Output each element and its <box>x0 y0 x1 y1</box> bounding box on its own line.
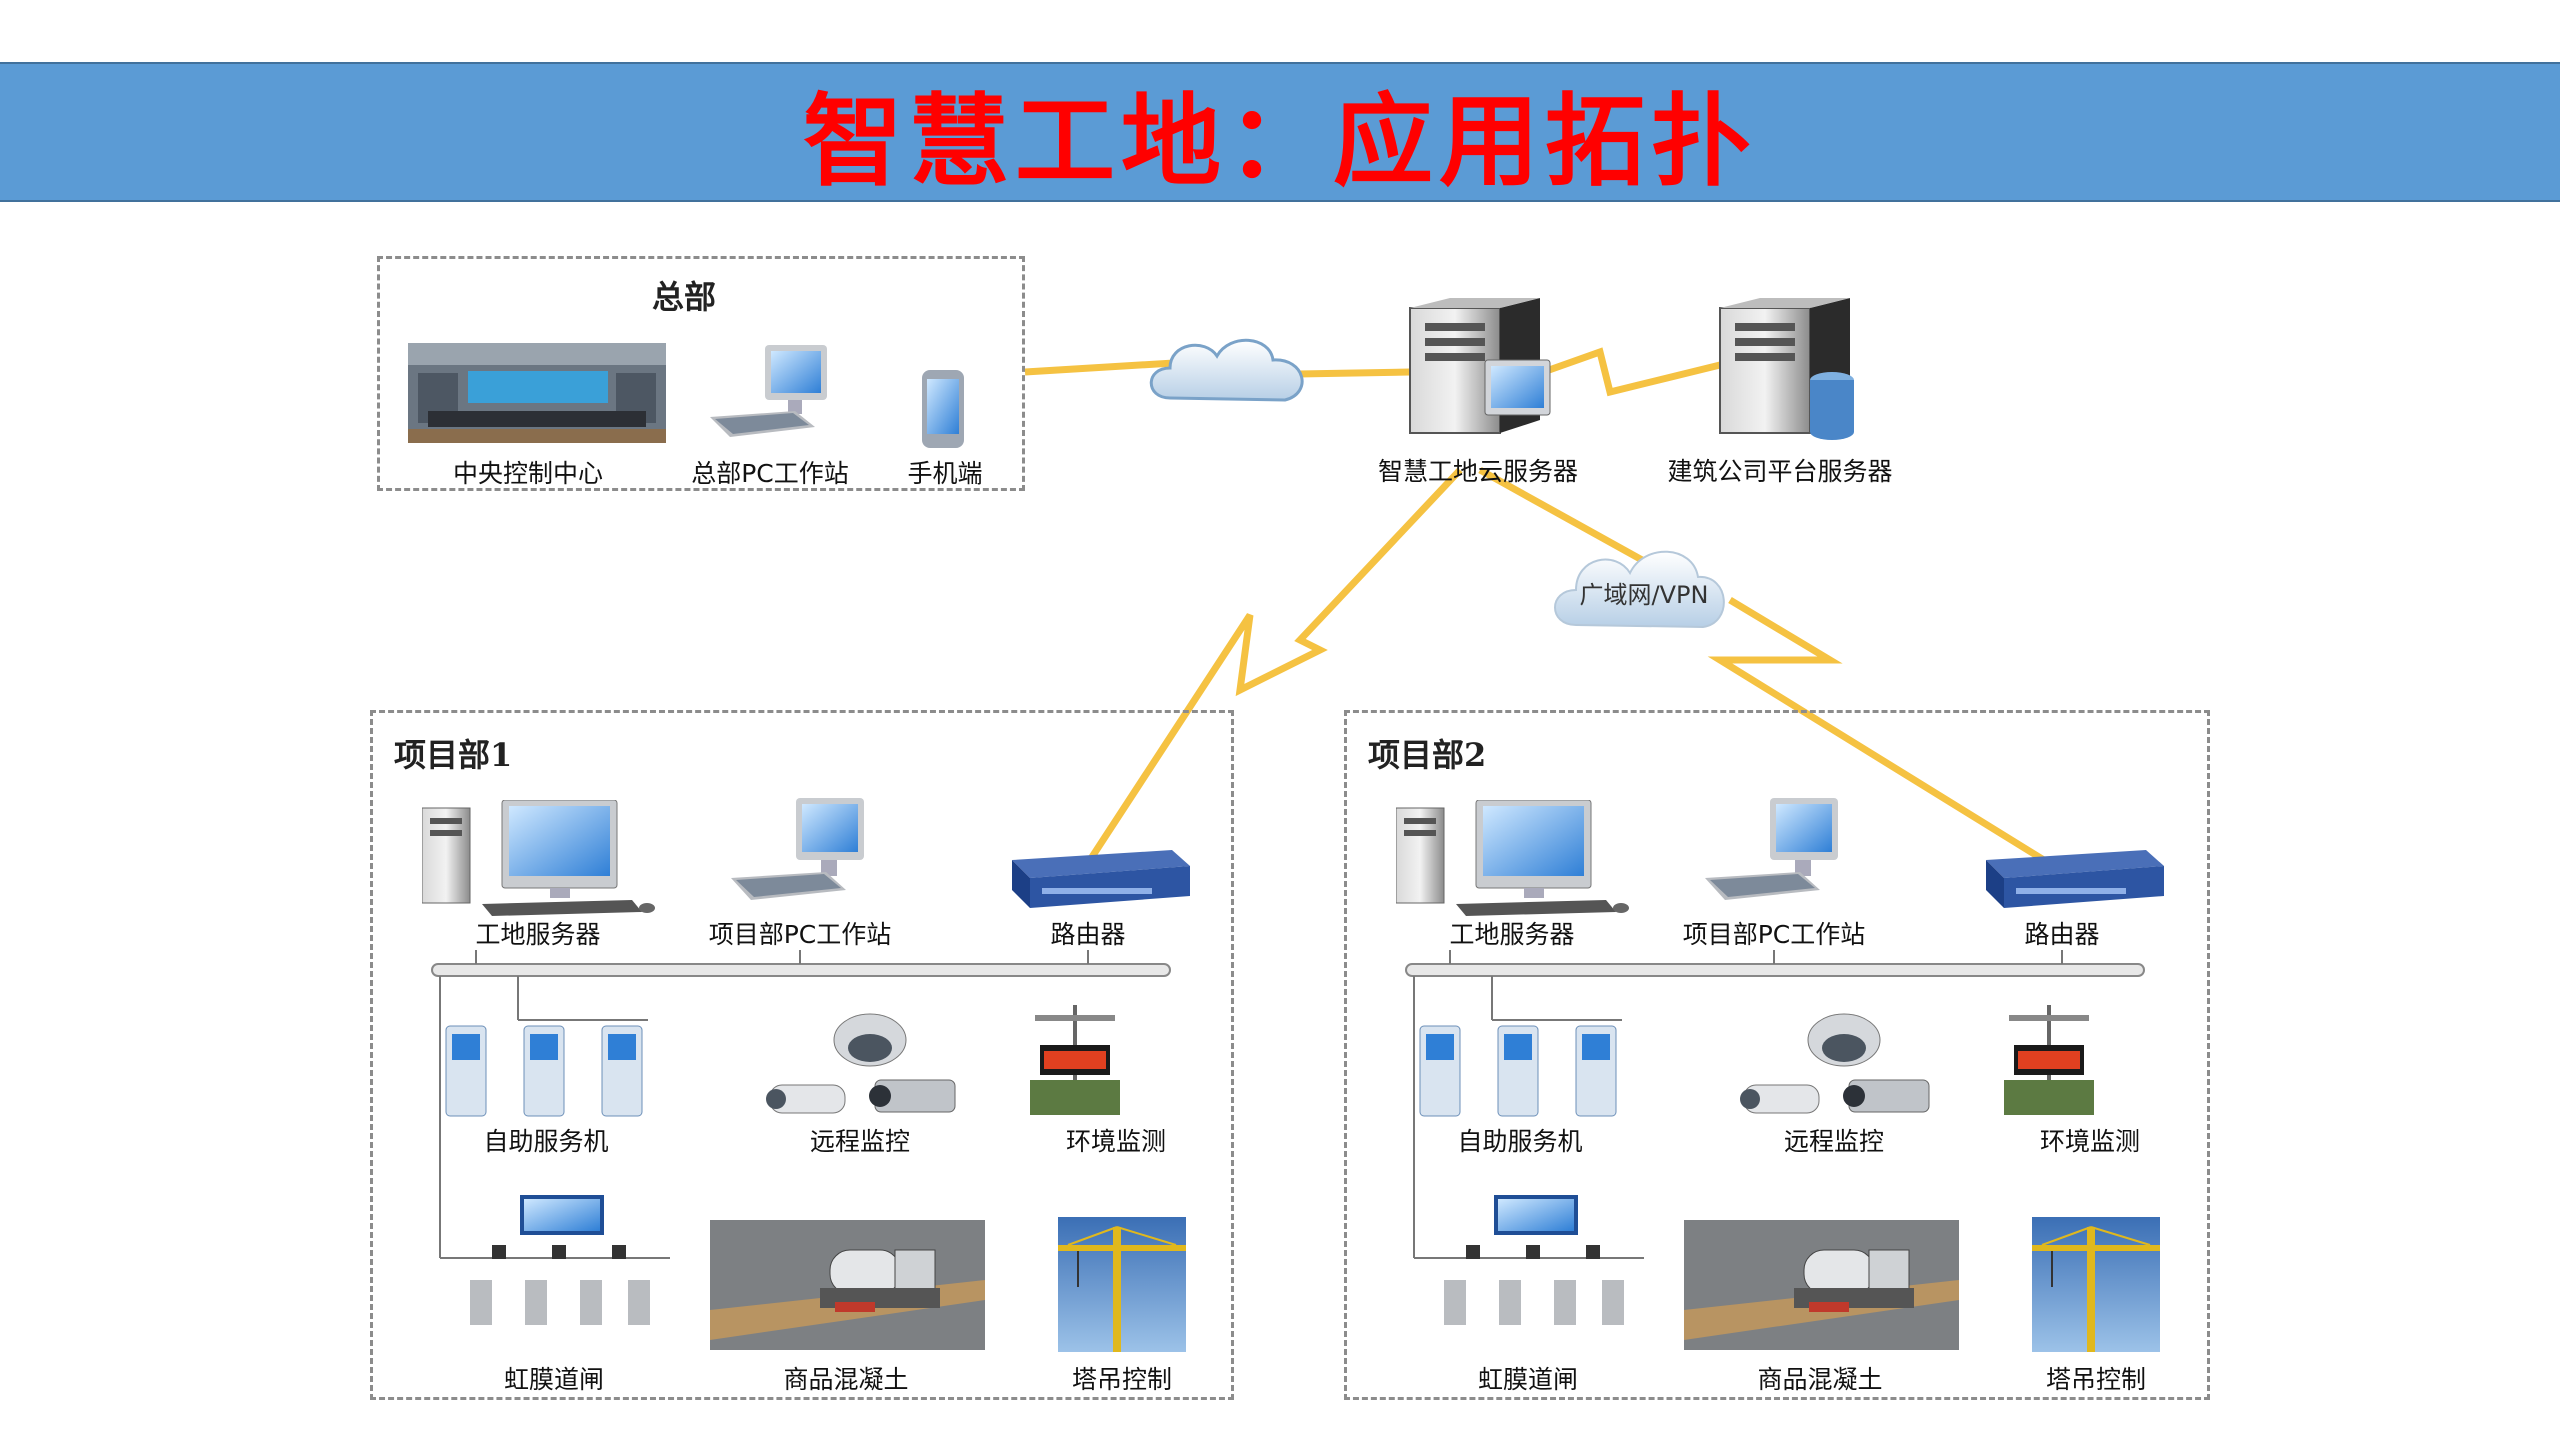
router-icon <box>1976 850 2166 910</box>
hq-title: 总部 <box>652 278 717 316</box>
control-center-image <box>408 343 666 443</box>
site-server-label: 工地服务器 <box>1449 920 1575 949</box>
link-cloud-wan <box>1478 466 1662 574</box>
concrete-truck-image <box>710 1220 985 1350</box>
internet-cloud-icon <box>1145 328 1315 416</box>
cloud-server-label: 智慧工地云服务器 <box>1377 457 1579 486</box>
environment-monitor-label: 环境监测 <box>2039 1127 2141 1156</box>
hq-label-control-center: 中央控制中心 <box>452 459 604 488</box>
project2-title: 项目部2 <box>1368 736 1487 774</box>
link-wan-project2 <box>1707 596 2062 873</box>
router-label: 路由器 <box>2024 920 2100 949</box>
concrete-truck-image <box>1684 1220 1959 1350</box>
camera-label: 远程监控 <box>1783 1127 1885 1156</box>
kiosk-label: 自助服务机 <box>1457 1127 1583 1156</box>
kiosk-icon <box>440 1020 650 1120</box>
cloud-server-icon <box>1405 298 1555 446</box>
link-cloud-project1 <box>1087 467 1463 862</box>
lan-bus-lines <box>1405 950 2145 1259</box>
hq-label-mobile: 手机端 <box>907 459 983 488</box>
project-pc-icon <box>1700 798 1850 916</box>
concrete-label: 商品混凝土 <box>1757 1365 1883 1394</box>
hq-frame <box>377 256 1025 491</box>
wan-cloud-icon <box>1548 535 1733 645</box>
title-bar: 智慧工地：应用拓扑 <box>0 62 2560 202</box>
concrete-label: 商品混凝土 <box>783 1365 909 1394</box>
project2-devices: 工地服务器 项目部PC工作站 路由器 自助服务机 <box>1344 710 2210 1400</box>
lan-bus-lines <box>431 950 1171 1259</box>
tower-crane-label: 塔吊控制 <box>2045 1365 2147 1394</box>
site-server-icon <box>422 800 662 920</box>
camera-icon <box>1734 1010 1934 1125</box>
project-pc-icon <box>726 798 876 916</box>
camera-icon <box>760 1010 960 1125</box>
tower-crane-image <box>1058 1217 1186 1352</box>
project1-title: 项目部1 <box>394 736 513 774</box>
iris-gate-label: 虹膜道闸 <box>503 1365 605 1394</box>
tower-crane-label: 塔吊控制 <box>1071 1365 1173 1394</box>
environment-monitor-icon <box>2004 1005 2094 1115</box>
project1-frame <box>370 710 1234 1400</box>
site-server-label: 工地服务器 <box>475 920 601 949</box>
iris-gate-icon <box>470 1195 650 1325</box>
environment-monitor-label: 环境监测 <box>1065 1127 1167 1156</box>
page-title: 智慧工地：应用拓扑 <box>803 82 1757 200</box>
environment-monitor-icon <box>1030 1005 1120 1115</box>
mobile-phone-icon <box>922 370 964 448</box>
company-server-label: 建筑公司平台服务器 <box>1667 457 1893 486</box>
kiosk-label: 自助服务机 <box>483 1127 609 1156</box>
pc-workstation-icon <box>705 345 840 450</box>
router-icon <box>1002 850 1192 910</box>
project2-frame <box>1344 710 2210 1400</box>
wan-label: 广域网/VPN <box>1579 581 1709 609</box>
hq-label-pc: 总部PC工作站 <box>691 459 849 488</box>
site-server-icon <box>1396 800 1636 920</box>
iris-gate-label: 虹膜道闸 <box>1477 1365 1579 1394</box>
project-pc-label: 项目部PC工作站 <box>708 920 892 949</box>
camera-label: 远程监控 <box>809 1127 911 1156</box>
iris-gate-icon <box>1444 1195 1624 1325</box>
link-cloud-company <box>1533 347 1721 397</box>
project-pc-label: 项目部PC工作站 <box>1682 920 1866 949</box>
company-server-icon <box>1715 298 1865 446</box>
router-label: 路由器 <box>1050 920 1126 949</box>
project1-devices: 工地服务器 项目部PC工作站 路由器 自助服务机 <box>370 710 1234 1400</box>
tower-crane-image <box>2032 1217 2160 1352</box>
kiosk-icon <box>1414 1020 1624 1120</box>
